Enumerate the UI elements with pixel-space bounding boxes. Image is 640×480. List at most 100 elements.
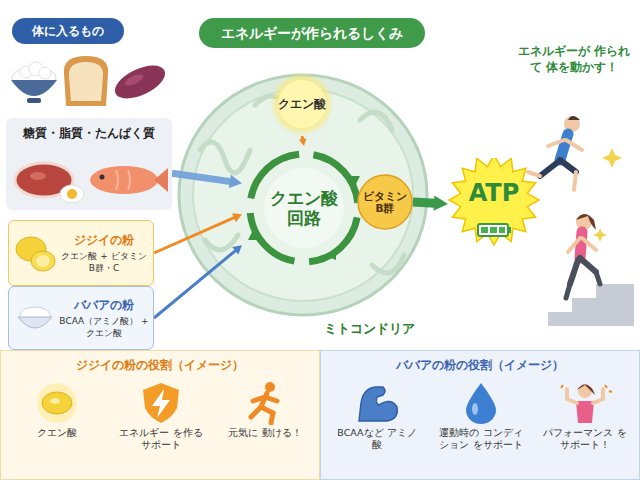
node-box: ジジイの粉の役割（イメージ） クエン酸 エネルギー を作るサポート 元気に 動ける！ bbox=[0, 350, 320, 480]
node-label: ババアの粉の役割（イメージ） bbox=[396, 357, 564, 374]
illustration-part bbox=[37, 383, 77, 423]
illustration-part bbox=[251, 407, 261, 417]
node-box: 糖質・脂質・たんぱく質 bbox=[6, 118, 172, 210]
illustration-part bbox=[574, 172, 576, 190]
role-step: 運動時の コンディション をサポート bbox=[439, 381, 523, 475]
illustration-part bbox=[30, 172, 46, 180]
node-art bbox=[335, 381, 419, 425]
arrow-head bbox=[232, 245, 242, 254]
node-box: ATP bbox=[448, 158, 540, 250]
node-label: ジジイの粉の役割（イメージ） bbox=[76, 357, 244, 374]
illustration-part bbox=[567, 389, 577, 403]
node-label: ミトコンドリア bbox=[324, 320, 415, 338]
role-step: クエン酸 bbox=[15, 381, 99, 475]
illustration-part bbox=[18, 317, 52, 328]
illustration-part bbox=[60, 185, 84, 203]
illustration-part bbox=[560, 134, 568, 160]
node-box: ビタミンB群 bbox=[357, 174, 413, 230]
node-art bbox=[543, 381, 627, 425]
illustration-part bbox=[358, 175, 412, 229]
node-label: クエン酸回路 bbox=[268, 188, 340, 229]
running-woman bbox=[566, 214, 600, 298]
illustration-part bbox=[566, 140, 582, 150]
node-box: クエン酸回路 bbox=[242, 146, 366, 270]
illustration-part bbox=[490, 227, 497, 233]
node-art bbox=[223, 381, 307, 425]
illustration-part bbox=[472, 403, 478, 415]
title-pill: エネルギーが作られるしくみ bbox=[199, 18, 425, 48]
role-step: BCAAなど アミノ酸 bbox=[335, 381, 419, 475]
illustration-part bbox=[577, 385, 595, 396]
rice-bowl bbox=[11, 62, 57, 103]
node-label: ATP bbox=[469, 179, 520, 207]
node-label: ビタミンB群 bbox=[362, 190, 408, 214]
illustration-part bbox=[578, 384, 592, 398]
connector bbox=[154, 217, 235, 253]
illustration-part bbox=[566, 284, 570, 298]
illustration-part bbox=[143, 383, 179, 423]
illustration-part bbox=[593, 389, 603, 403]
illustration-part bbox=[271, 413, 273, 423]
illustration-part bbox=[179, 75, 427, 315]
illustration-part bbox=[39, 67, 51, 79]
arrow-head bbox=[299, 138, 307, 146]
illustration-part bbox=[264, 168, 344, 248]
node-label: 糖質・脂質・たんぱく質 bbox=[23, 126, 155, 141]
role-step: エネルギー を作るサポート bbox=[119, 381, 203, 475]
illustration-part bbox=[154, 168, 168, 192]
node-label: BCAAなど アミノ酸 bbox=[335, 427, 419, 451]
illustration-part bbox=[478, 224, 508, 236]
stairs bbox=[548, 284, 634, 326]
node-body: クエン酸 + ビタミンB群・C bbox=[59, 251, 149, 274]
illustration-part bbox=[348, 176, 360, 188]
role-step: パフォーマンス をサポート！ bbox=[543, 381, 627, 475]
illustration-part bbox=[270, 72, 334, 136]
illustration-part bbox=[326, 250, 336, 260]
illustration-part bbox=[27, 98, 41, 103]
node-art bbox=[439, 381, 523, 425]
illustration-part bbox=[64, 56, 108, 106]
illustration-part bbox=[36, 255, 50, 267]
illustration-part bbox=[90, 166, 158, 194]
illustration-part bbox=[248, 228, 260, 240]
illustration-part bbox=[251, 393, 277, 423]
node-label: クエン酸 bbox=[37, 427, 77, 439]
illustration-part bbox=[31, 251, 55, 271]
illustration-part bbox=[596, 272, 600, 284]
connector bbox=[413, 202, 435, 203]
node-art bbox=[119, 381, 203, 425]
illustration-part bbox=[580, 232, 582, 258]
node-box: ババアの粉の役割（イメージ） BCAAなど アミノ酸運動時の コンディション をサ… bbox=[320, 350, 640, 480]
illustration-part bbox=[449, 158, 539, 245]
illustration-part bbox=[508, 227, 511, 233]
illustration-part bbox=[466, 383, 496, 424]
arrow-head bbox=[232, 213, 242, 222]
illustration-part bbox=[123, 72, 145, 88]
node-label: ババアの粉 bbox=[74, 297, 134, 314]
node-box: ババアの粉BCAA（アミノ酸） + クエン酸 bbox=[8, 286, 154, 350]
connector bbox=[172, 173, 231, 181]
running-man bbox=[528, 116, 582, 190]
illustration-part bbox=[110, 59, 170, 105]
illustration-part bbox=[568, 116, 580, 120]
note-label: エネルギーが 作られて 体を動かす！ bbox=[515, 44, 633, 75]
illustration-part bbox=[499, 227, 505, 233]
node-box: クエン酸 bbox=[270, 72, 334, 136]
illustration-part bbox=[567, 389, 603, 403]
illustration-part bbox=[242, 146, 366, 270]
illustration-part bbox=[602, 148, 622, 168]
illustration-part bbox=[576, 401, 594, 423]
illustration-part bbox=[481, 227, 488, 233]
node-label: ジジイの粉 bbox=[74, 232, 134, 249]
illustration-part bbox=[560, 160, 576, 172]
node-box: 体に入るもの bbox=[12, 18, 124, 44]
illustration-part bbox=[253, 397, 265, 401]
arrow-head bbox=[229, 175, 242, 188]
mitochondria: ミトコンドリア クエン酸クエン酸回路ビタミンB群 bbox=[175, 66, 433, 338]
node-label: 運動時の コンディション をサポート bbox=[439, 427, 523, 451]
arrow-head bbox=[434, 196, 448, 211]
illustration-part bbox=[67, 189, 77, 199]
node-label: 元気に 動ける！ bbox=[228, 427, 301, 439]
illustration-part bbox=[548, 284, 634, 326]
